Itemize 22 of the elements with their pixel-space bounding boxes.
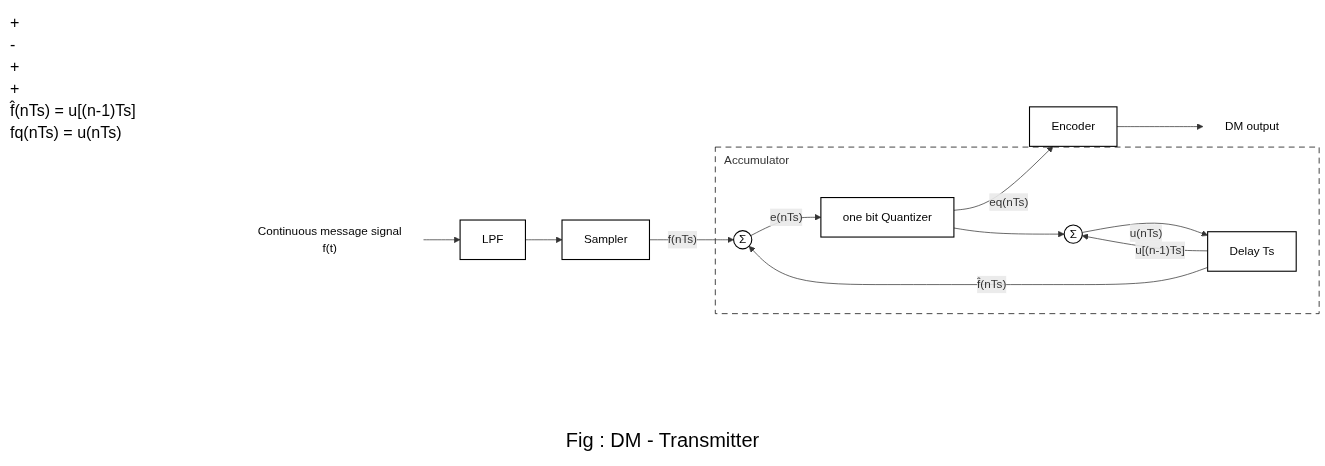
node-circle: Σ [733, 229, 753, 250]
node-text: DM output [1224, 119, 1279, 133]
node-circle: Σ [1063, 224, 1083, 244]
node-box: Sampler [561, 219, 650, 260]
sign-label: + [10, 14, 21, 32]
edge-label: e(nTs) [770, 210, 803, 223]
node-box: LPF [459, 219, 526, 260]
node-box: Delay Ts [1207, 230, 1297, 272]
sign-label: + [10, 80, 21, 98]
equation-note: fq(nTs) = u(nTs) [10, 124, 123, 142]
edge-label: u[(n-1)Ts] [1135, 243, 1185, 256]
edge-label: u(nTs) [1129, 226, 1163, 239]
equation-note: f̂(nTs) = u[(n-1)Ts] [10, 102, 137, 120]
edge-label: f(nTs) [667, 232, 698, 246]
edge-label: f̂(nTs) [977, 277, 1007, 291]
node-text: Continuous message signal f(t) [257, 224, 402, 255]
sign-label: - [10, 36, 17, 54]
node-box: Encoder [1028, 106, 1118, 147]
edge-label: eq(nTs) [989, 195, 1029, 208]
sign-label: + [10, 58, 21, 76]
node-box: one bit Quantizer [820, 196, 955, 238]
figure-caption: Fig : DM - Transmitter [565, 429, 760, 451]
